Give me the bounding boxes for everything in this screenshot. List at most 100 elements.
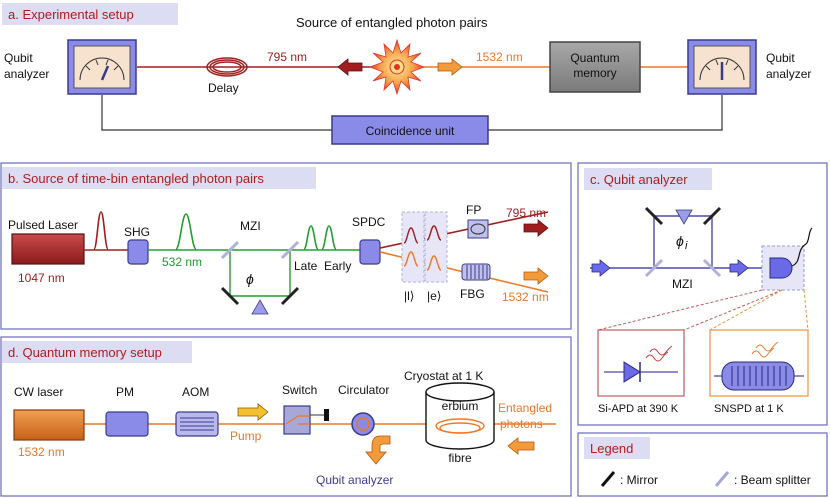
c-detector (769, 257, 793, 279)
spdc-label: SPDC (352, 215, 386, 229)
c-output-arrow (729, 259, 749, 277)
entangled-line2: photons (500, 417, 543, 431)
panel-b-border (0, 162, 572, 330)
det1-label: Si-APD at 390 K (598, 403, 679, 415)
late-label: Late (294, 259, 318, 273)
quantum-memory-line1: Quantum (570, 51, 619, 65)
out-1532: 1532 nm (502, 290, 549, 304)
panel-c: c. Qubit analyzer ϕ i MZI Si-APD at 390 … (577, 162, 828, 426)
c-zoom-line-3 (709, 289, 783, 331)
panel-c-header-bg (584, 168, 712, 190)
panel-d-header: d. Quantum memory setup (8, 345, 162, 360)
legend-border (577, 432, 828, 497)
switch-label: Switch (282, 383, 317, 397)
snspd-photon-1 (755, 341, 779, 352)
c-zoom-line-4 (803, 289, 809, 331)
snspd-photon-2 (751, 347, 775, 358)
det2-label: SNSPD at 1 K (714, 403, 784, 415)
qubit-analyzer-left (67, 39, 137, 95)
panel-d-border (0, 336, 572, 497)
ket-early: |e⟩ (427, 289, 441, 303)
circulator-ring (356, 417, 370, 431)
green-wl: 532 nm (162, 255, 202, 269)
cryostat (425, 382, 495, 450)
legend-mirror: : Mirror (620, 473, 658, 487)
red-arrow-left (337, 58, 363, 76)
panel-b-header-bg (2, 167, 316, 189)
delay-coil (206, 57, 248, 77)
legend-bs-icon (714, 471, 730, 487)
mzi-mirror-2 (280, 286, 300, 306)
pump-arrow (237, 403, 269, 421)
pulsed-laser-label: Pulsed Laser (8, 218, 78, 232)
pm-box (105, 411, 149, 437)
circulator-label: Circulator (338, 383, 389, 397)
mzi-phase-b: ϕ (246, 271, 254, 287)
fp-label: FP (466, 203, 481, 217)
fbg-box (461, 263, 491, 281)
orange-pulse-early (426, 255, 442, 271)
quantum-memory-box (549, 41, 641, 93)
shg-label: SHG (124, 225, 150, 239)
red-pulse-late (403, 227, 419, 244)
right-analyzer-line2: analyzer (766, 67, 811, 81)
mzi-mirror-1 (220, 286, 240, 306)
mzi-bs-2 (280, 240, 300, 260)
shg-box (127, 239, 149, 265)
coincidence-wire-right (488, 95, 723, 131)
wl-1532-a: 1532 nm (476, 50, 523, 64)
orange-out-arrow (523, 267, 549, 285)
mzi-bs-1 (220, 240, 240, 260)
cw-label: CW laser (14, 385, 63, 399)
legend-bs: : Beam splitter (734, 473, 811, 487)
mzi-paths (229, 249, 291, 297)
switch-block (324, 409, 329, 421)
c-bs-1 (644, 258, 664, 278)
c-bs-2 (702, 258, 722, 278)
coincidence-unit-box (331, 115, 489, 145)
qubit-analyzer-right (687, 39, 757, 95)
panel-a-header: a. Experimental setup (8, 7, 134, 22)
c-mirror-1 (644, 206, 664, 226)
si-apd-photon-1 (649, 345, 673, 356)
orange-arrow-right (437, 58, 463, 76)
si-apd-diode (623, 361, 641, 383)
quantum-memory-line2: memory (573, 66, 616, 80)
spdc-box (359, 239, 381, 265)
entangled-line1: Entangled (498, 401, 552, 415)
out-795: 795 nm (506, 206, 546, 220)
panel-c-border (577, 162, 828, 426)
fp-cavity (470, 223, 486, 235)
c-phase-sub: i (685, 240, 688, 252)
panel-a-header-bg (2, 3, 178, 25)
coincidence-unit-label: Coincidence unit (366, 124, 455, 138)
legend: Legend : Mirror : Beam splitter (577, 432, 828, 497)
si-apd-box (597, 329, 685, 397)
switch-paths (285, 415, 310, 425)
c-mzi-label: MZI (672, 277, 693, 291)
aom-lines (180, 417, 214, 431)
cw-wl: 1532 nm (18, 445, 65, 459)
qubit-analyzer-label: Qubit analyzer (316, 473, 393, 487)
pulsed-laser (11, 233, 85, 265)
left-analyzer-line1: Qubit (4, 51, 33, 65)
c-phase-prism (675, 209, 693, 225)
c-mirror-2 (702, 206, 722, 226)
ket-box-late (401, 211, 425, 283)
c-detector-cable (791, 227, 813, 267)
entangled-arrow (507, 437, 535, 455)
c-zoom-line-1 (597, 289, 763, 331)
legend-header-bg (584, 437, 650, 459)
panel-b: b. Source of time-bin entangled photon p… (0, 162, 572, 330)
erbium-line1: erbium (442, 399, 479, 413)
green-pulse (175, 213, 197, 250)
left-analyzer-line2: analyzer (4, 67, 49, 81)
laser-wl: 1047 nm (18, 271, 65, 285)
mzi-phase-prism (251, 299, 269, 315)
snspd-meander (731, 366, 787, 386)
panel-c-header: c. Qubit analyzer (590, 172, 688, 187)
fbg-gratings (466, 265, 488, 279)
panel-b-header: b. Source of time-bin entangled photon p… (8, 171, 264, 186)
legend-mirror-icon (600, 471, 616, 487)
